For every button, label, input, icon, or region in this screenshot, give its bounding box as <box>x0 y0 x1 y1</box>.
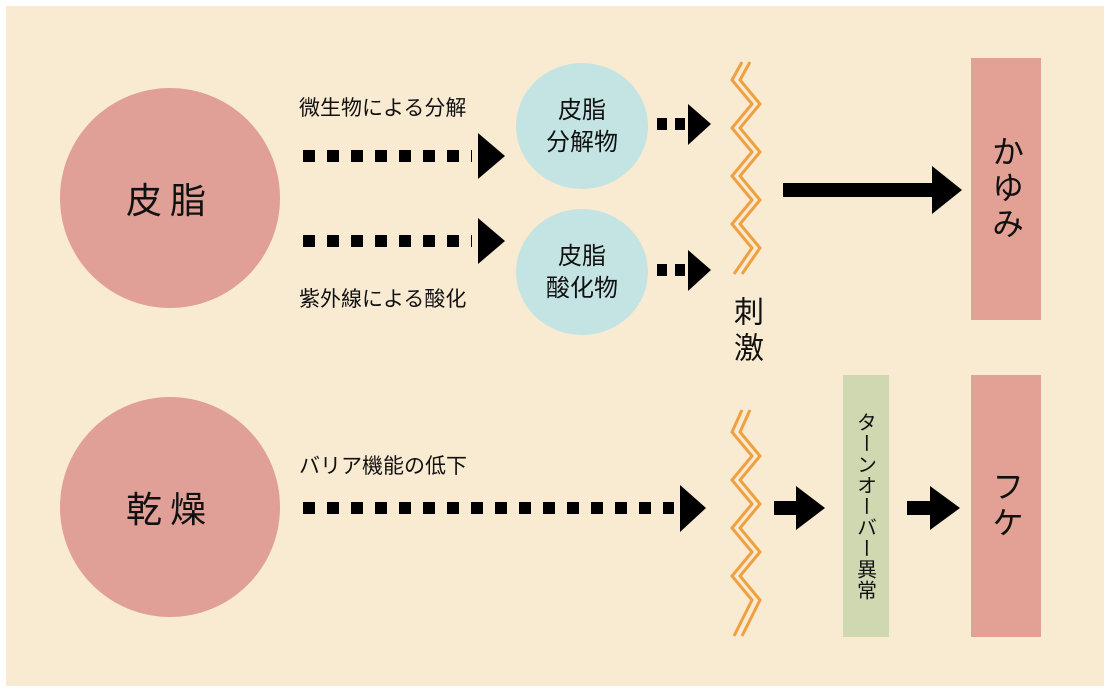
pathway-barrier-label: バリア機能の低下 <box>299 454 467 478</box>
sebum-circle: 皮脂 <box>60 88 280 308</box>
itch-box: かゆみ <box>971 58 1041 320</box>
arrow-sebum-to-oxide <box>303 218 505 264</box>
arrow-sebum-to-decomposition <box>303 133 505 179</box>
decomposition-line-1: 皮脂 <box>558 95 606 124</box>
stimulus-zigzag-bottom <box>730 409 762 637</box>
arrow-stimulus-to-itch <box>783 166 962 214</box>
dryness-label: 乾燥 <box>125 490 214 531</box>
oxide-line-1: 皮脂 <box>558 241 606 270</box>
arrow-decomposition-to-stimulus <box>657 104 711 145</box>
dryness-circle: 乾燥 <box>60 397 280 617</box>
stimulus-zigzag-top <box>730 61 762 275</box>
sebum-label: 皮脂 <box>125 181 214 222</box>
sebum-decomposition-circle: 皮脂 分解物 <box>516 63 648 189</box>
dandruff-box: フケ <box>971 375 1041 637</box>
pathway-uv-label: 紫外線による酸化 <box>299 287 467 311</box>
arrow-stimulus-to-turnover <box>774 486 825 530</box>
stimulus-label: 刺激 <box>728 296 763 368</box>
decomposition-line-2: 分解物 <box>546 128 618 156</box>
oxide-line-2: 酸化物 <box>546 274 618 302</box>
arrow-oxide-to-stimulus <box>657 250 711 291</box>
arrow-turnover-to-dandruff <box>907 486 960 530</box>
turnover-abnormality-label: ターンオーバー異常 <box>853 411 878 601</box>
arrow-dryness-to-stimulus <box>303 485 706 532</box>
itch-label: かゆみ <box>987 135 1025 243</box>
pathway-microbial-label: 微生物による分解 <box>299 96 467 120</box>
turnover-abnormality-box: ターンオーバー異常 <box>843 375 889 637</box>
dandruff-label: フケ <box>987 470 1025 542</box>
sebum-oxide-circle: 皮脂 酸化物 <box>516 209 648 335</box>
